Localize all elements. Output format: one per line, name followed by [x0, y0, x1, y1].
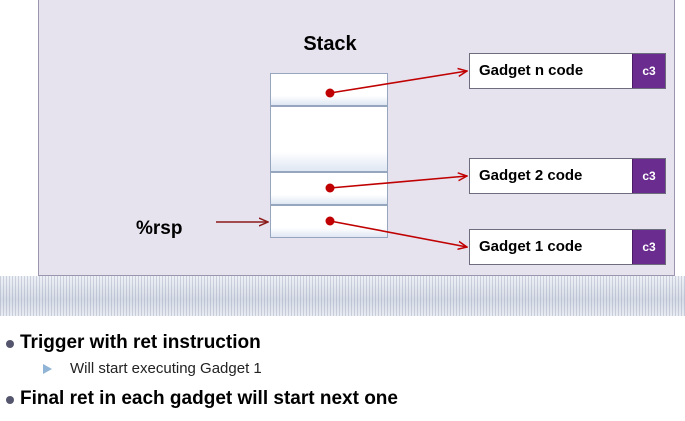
rsp-register-label: %rsp — [136, 218, 183, 239]
gadget-box-2: Gadget 2 code c3 — [469, 158, 666, 194]
gadget-label: Gadget n code — [479, 62, 584, 79]
sub-bullet-text: Will start executing Gadget 1 — [70, 360, 262, 377]
pointer-arrow-gadget-n — [329, 71, 467, 94]
bullet-dot-icon — [6, 396, 14, 404]
stack-title: Stack — [303, 33, 357, 55]
sub-bullet-arrow-icon — [43, 364, 52, 374]
bullet-text: Final ret in each gadget will start next… — [20, 388, 398, 409]
gadget-code-ret: c3 — [632, 230, 665, 264]
pointer-arrow-gadget-1 — [329, 220, 467, 247]
gadget-code-ret: c3 — [632, 54, 665, 88]
gadget-code-ret: c3 — [632, 159, 665, 193]
pointer-dot — [325, 88, 335, 98]
gadget-box-n: Gadget n code c3 — [469, 53, 666, 89]
stack-slot-padding — [270, 106, 388, 172]
gadget-label: Gadget 1 code — [479, 238, 583, 255]
pointer-dot — [325, 216, 335, 226]
gadget-label: Gadget 2 code — [479, 167, 583, 184]
gadget-box-1: Gadget 1 code c3 — [469, 229, 666, 265]
decorative-stripe-band — [0, 276, 685, 316]
bullet-text: Trigger with ret instruction — [20, 332, 261, 353]
pointer-dot — [325, 183, 335, 193]
bullet-dot-icon — [6, 340, 14, 348]
pointer-arrow-gadget-2 — [329, 176, 467, 189]
